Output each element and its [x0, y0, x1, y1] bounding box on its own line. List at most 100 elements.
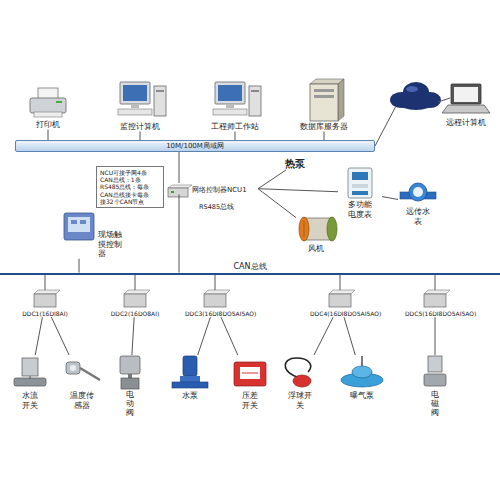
ncu-device-icon: [171, 191, 174, 193]
node-label: 工程师工作站: [203, 122, 267, 132]
solenoid-valve-icon: [428, 356, 442, 372]
server-icon: [314, 95, 334, 98]
ddc-controller: DDC5(16DI8DO5AI5AO): [405, 290, 465, 317]
motor-valve-icon: [120, 356, 140, 374]
ddc-controller-icons: [34, 294, 56, 307]
engineer-station: 工程师工作站: [203, 80, 267, 132]
printer-icon: [30, 98, 66, 113]
ddc-controller-icons: [124, 294, 146, 307]
node-label: 打印机: [20, 120, 76, 130]
solenoid-valve-icon: [424, 356, 446, 386]
can-bus-band: CAN总线: [0, 262, 500, 275]
connector: [382, 197, 398, 200]
connector: [235, 132, 236, 140]
node-label: 浮球开关: [287, 391, 313, 410]
connector: [140, 132, 141, 140]
node-label: DDC5(16DI8DO5AI5AO): [405, 310, 465, 317]
info-line: CAN总线接卡每条: [100, 191, 160, 198]
monitor-computer-icon: [131, 104, 139, 108]
connector: [35, 317, 42, 355]
bus-label: CAN总线: [0, 262, 500, 272]
flow-switch-icon: [30, 376, 31, 379]
printer-icon: [30, 88, 66, 117]
motor-valve-icon: [120, 356, 140, 389]
touch-controller-icon: [68, 217, 90, 232]
monitor-computer-icon: [120, 82, 150, 104]
flow-switch: 水流开关: [12, 355, 48, 410]
connector: [48, 130, 49, 140]
printer: 打印机: [20, 88, 76, 130]
node-label: DDC3(16DI8DO5AI5AO): [185, 310, 245, 317]
node-label: 曝气泵: [336, 391, 388, 401]
water-meter-icon: [413, 187, 423, 197]
printer-icon: [38, 88, 58, 99]
aeration-pump-icon: [341, 356, 383, 387]
temperature-sensor-icon: [66, 362, 80, 374]
connector: [435, 275, 436, 290]
fan-icon: [299, 217, 337, 241]
energy-meter-icon: [348, 168, 372, 198]
aeration-pump-icon: [352, 366, 372, 378]
server-icon: [338, 79, 344, 121]
info-line: NCU可接子网4条: [100, 169, 160, 176]
ncu-device-icon: [168, 185, 192, 197]
water-pump-icon: [180, 376, 200, 382]
laptop-icon: [442, 84, 490, 113]
info-line: RS485总线：每条: [100, 183, 160, 190]
solenoid-valve: 电磁阀: [417, 355, 453, 417]
ddc-controller-icons: [34, 290, 450, 307]
float-switch-icon: [285, 358, 311, 387]
cloud-icon: [406, 86, 418, 92]
ddc-controller-icons: [124, 290, 150, 294]
cloud-icon: [375, 82, 450, 146]
node-label: 水泵: [170, 391, 210, 401]
engineer-station-icon: [249, 86, 261, 116]
node-label: DDC1(16DI8AI): [15, 310, 75, 317]
ncu-device-icon: [168, 185, 192, 188]
ddc-controller: DDC1(16DI8AI): [15, 290, 75, 317]
ddc-controller-icons: [329, 294, 351, 307]
connector: [344, 317, 355, 355]
flow-switch-icon: [14, 378, 46, 386]
node-label: 风机: [296, 244, 336, 254]
pressure-switch: 压差开关: [230, 355, 270, 410]
float-switch-icon: [293, 375, 311, 387]
laptop-icon: [451, 84, 481, 104]
water-meter: 远传水表: [398, 180, 438, 226]
node-label: 监控计算机: [108, 122, 172, 132]
node-label: DDC2(16DO8AI): [105, 310, 165, 317]
touch-controller-icon: [64, 213, 94, 240]
cloud-icon: [375, 106, 396, 146]
water-pump-icon: [183, 356, 197, 376]
touch-controller-icon: [64, 213, 94, 240]
water-pump-icon: [172, 382, 208, 388]
connector: [258, 170, 286, 189]
node-label: 远程计算机: [438, 118, 494, 128]
connector: [135, 275, 136, 290]
pressure-switch-icon: [240, 367, 260, 379]
monitor-computer-icon: [154, 86, 166, 116]
node-label: 电磁阀: [431, 391, 439, 417]
connector: [340, 275, 341, 290]
engineer-station-icon: [251, 90, 259, 92]
bus-label: 10M/100M局域网: [16, 141, 374, 151]
flow-switch-icon: [14, 358, 46, 386]
energy-meter-icon: [348, 168, 372, 198]
energy-meter: 多功能电度表: [338, 166, 382, 219]
engineer-station-icon: [213, 109, 247, 115]
connector: [215, 275, 216, 290]
ddc-controller-icons: [204, 290, 230, 294]
server-icon: [314, 89, 334, 92]
connector: [258, 189, 338, 192]
ddc-controller-icons: [34, 290, 60, 294]
node-label: 数据库服务器: [292, 122, 356, 132]
energy-meter-icon: [352, 184, 368, 188]
node-label: DDC4(16DI8DO5AI5AO): [310, 310, 370, 317]
water-pump: 水泵: [170, 355, 210, 401]
laptop-icon: [442, 105, 490, 113]
node-label: 网络控制器NCU1: [192, 186, 258, 194]
ddc-controller-icons: [424, 294, 446, 307]
temperature-sensor-icon: [66, 362, 100, 380]
